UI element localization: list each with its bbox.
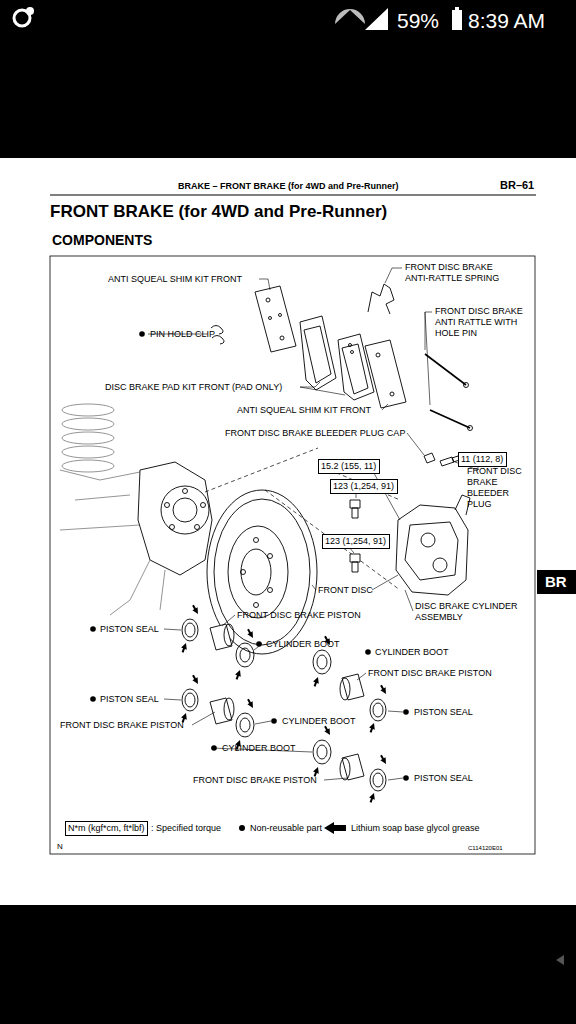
- status-text: 8:39 AM: [468, 8, 545, 33]
- part-label: PIN HOLD CLIP: [150, 329, 215, 340]
- part-label: CYLINDER BOOT: [266, 639, 340, 650]
- torque-box: 123 (1,254, 91): [330, 479, 398, 494]
- header-text: BRAKE – FRONT BRAKE (for 4WD and Pre-Run…: [178, 181, 399, 192]
- page-title: FRONT BRAKE (for 4WD and Pre-Runner): [50, 202, 387, 222]
- legend-dot-sample: [239, 825, 245, 831]
- status-text: 59%: [397, 8, 439, 33]
- legend-arrow-sample: [324, 822, 346, 834]
- part-label: FRONT DISC BRAKE PISTON: [368, 668, 492, 679]
- part-label: CYLINDER BOOT: [222, 743, 296, 754]
- torque-value: 123 (1,254, 91): [325, 536, 387, 547]
- part-label: DISC BRAKE PAD KIT FRONT (PAD ONLY): [105, 382, 282, 393]
- leader-lines: [148, 268, 478, 780]
- section-tab: BR: [537, 570, 576, 594]
- part-label: FRONT DISC: [318, 585, 373, 596]
- part-label: ANTI SQUEAL SHIM KIT FRONT: [237, 405, 371, 416]
- part-label: PISTON SEAL: [100, 624, 159, 635]
- torque-box: 123 (1,254, 91): [322, 534, 390, 549]
- part-label: ANTI SQUEAL SHIM KIT FRONT: [108, 274, 242, 285]
- part-label: FRONT DISC BRAKE PISTON: [60, 720, 184, 731]
- header-text: COMPONENTS: [52, 232, 152, 249]
- part-label: FRONT DISC BRAKE ANTI-RATTLE SPRING: [405, 262, 515, 284]
- page-code: N: [57, 842, 63, 852]
- status-icons: [14, 7, 564, 965]
- part-label: FRONT DISC BRAKE PISTON: [237, 610, 361, 621]
- legend-text: : Specified torque: [151, 823, 221, 834]
- part-label: PISTON SEAL: [100, 694, 159, 705]
- part-label: PISTON SEAL: [414, 707, 473, 718]
- tab-text: BR: [545, 573, 568, 591]
- legend-text: Non-reusable part: [250, 823, 322, 834]
- part-label: FRONT DISC BRAKE BLEEDER PLUG: [467, 466, 525, 510]
- page-code: C114120E01: [468, 845, 503, 852]
- torque-value: 123 (1,254, 91): [333, 481, 395, 492]
- torque-box: 15.2 (155, 11): [318, 459, 380, 474]
- part-label: PISTON SEAL: [414, 773, 473, 784]
- part-label: CYLINDER BOOT: [375, 647, 449, 658]
- header-text: BR–61: [500, 179, 534, 192]
- part-label: CYLINDER BOOT: [282, 716, 356, 727]
- grease-arrows: [180, 604, 389, 804]
- legend-text: Lithium soap base glycol grease: [351, 823, 480, 834]
- part-label: FRONT DISC BRAKE BLEEDER PLUG CAP: [225, 428, 405, 439]
- legend-box: N*m (kgf*cm, ft*lbf): [65, 821, 148, 836]
- non-reusable-dots: [90, 331, 409, 834]
- part-label: FRONT DISC BRAKE PISTON: [193, 775, 317, 786]
- torque-box: 11 (112, 8): [458, 452, 507, 467]
- part-label: FRONT DISC BRAKE ANTI RATTLE WITH HOLE P…: [435, 306, 530, 339]
- torque-value: N*m (kgf*cm, ft*lbf): [68, 823, 145, 834]
- torque-value: 15.2 (155, 11): [321, 461, 377, 472]
- torque-value: 11 (112, 8): [461, 454, 504, 465]
- part-label: DISC BRAKE CYLINDER ASSEMBLY: [415, 601, 523, 623]
